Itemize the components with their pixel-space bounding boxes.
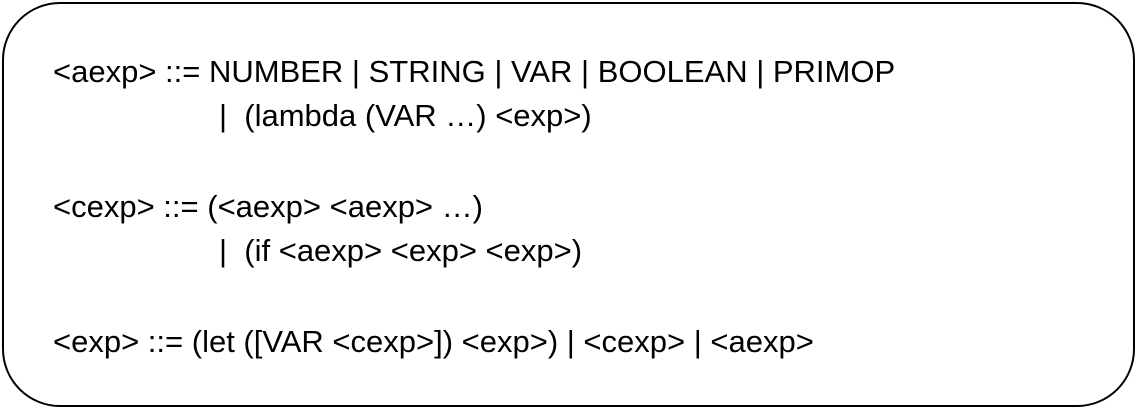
exp-rule: <exp> ::= (let ([VAR <cexp>]) <exp>) | <… — [53, 324, 814, 359]
cexp-rule: <cexp> ::= (<aexp> <aexp> …) — [53, 189, 483, 224]
cexp-rule-continuation: | (if <aexp> <exp> <exp>) — [219, 233, 583, 268]
aexp-rule: <aexp> ::= NUMBER | STRING | VAR | BOOLE… — [53, 54, 896, 89]
aexp-rule-continuation: | (lambda (VAR …) <exp>) — [219, 98, 592, 133]
